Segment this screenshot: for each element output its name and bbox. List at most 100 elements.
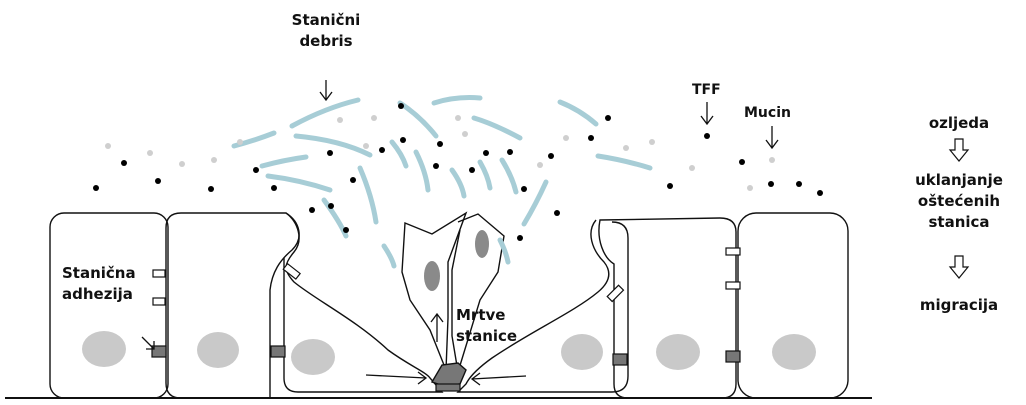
mucin-dots [105, 115, 775, 191]
label-cell-adhesion-line1: Stanična [62, 263, 136, 284]
left-cells [50, 213, 442, 398]
epithelial-cell [738, 213, 848, 398]
mucin-dot [211, 157, 217, 163]
arrow-right-contraction [366, 372, 426, 384]
arrow-left-contraction [472, 373, 526, 385]
mucin-dot [363, 143, 369, 149]
mucin-dot [237, 139, 243, 145]
mucin-dot [105, 143, 111, 149]
debris-strand [384, 246, 394, 266]
tff-dot [517, 235, 523, 241]
arrow-adhesion [142, 337, 154, 349]
process-step-migration: migracija [904, 295, 1014, 316]
debris-strand [474, 118, 520, 138]
label-cell-debris-line1: Stanični [283, 10, 369, 31]
label-cell-adhesion-line2: adhezija [62, 284, 136, 305]
debris-strand [434, 98, 480, 103]
tight-junction [726, 282, 740, 289]
mucin-dot [455, 115, 461, 121]
mucin-dot [537, 162, 543, 168]
label-dead-cells-line1: Mrtve [456, 305, 517, 326]
tff-dot [309, 207, 315, 213]
tff-dot [93, 185, 99, 191]
mucin-dot [462, 131, 468, 137]
nucleus [291, 339, 335, 375]
hollow-arrow-down-icon [950, 139, 968, 161]
tff-dot [398, 103, 404, 109]
tff-dot [588, 135, 594, 141]
debris-strand [268, 176, 330, 190]
tight-junction [607, 285, 623, 301]
mucin-dot [769, 157, 775, 163]
mucin-dot [563, 135, 569, 141]
debris-strand [392, 142, 406, 166]
cell-debris [234, 98, 650, 266]
debris-strand [324, 200, 346, 236]
tff-dot [521, 186, 527, 192]
nuclei-right [561, 334, 816, 370]
extrusion-ring [432, 363, 466, 391]
debris-strand [296, 136, 370, 155]
debris-strand [480, 162, 490, 188]
tff-dot [817, 190, 823, 196]
arrow-down-debris [320, 80, 332, 100]
nucleus [772, 334, 816, 370]
label-cell-debris: Stanični debris [283, 10, 369, 52]
debris-strand [524, 182, 546, 224]
debris-strand [560, 102, 596, 124]
tff-dot [437, 141, 443, 147]
tff-dot [271, 185, 277, 191]
label-dead-cells: Mrtve stanice [456, 305, 517, 347]
debris-strand [416, 152, 428, 190]
debris-strand [400, 103, 436, 136]
process-step-removal-line1: uklanjanje [899, 170, 1019, 191]
dead-nucleus [475, 230, 489, 258]
debris-strand [360, 168, 376, 222]
tff-dot [253, 167, 259, 173]
epithelial-cell [166, 213, 299, 398]
epithelial-cell [50, 213, 168, 398]
tff-dot [433, 163, 439, 169]
dead-cell-stalk [452, 230, 460, 372]
label-cell-adhesion: Stanična adhezija [62, 263, 136, 305]
nucleus [82, 331, 126, 367]
debris-strand [292, 100, 358, 126]
junction-base [436, 384, 460, 391]
tff-dot [548, 153, 554, 159]
nucleus [656, 334, 700, 370]
nuclei-left [82, 331, 335, 375]
debris-strand [452, 170, 464, 196]
process-step-injury: ozljeda [909, 113, 1009, 134]
adhesion-junction [726, 351, 740, 362]
arrow-down-tff [701, 102, 713, 124]
tight-junction [153, 298, 165, 305]
process-step-removal-line2: oštećenih [899, 191, 1019, 212]
tff-dots [93, 103, 823, 241]
label-dead-cells-line2: stanice [456, 326, 517, 347]
mucin-dot [747, 185, 753, 191]
tff-dot [343, 227, 349, 233]
mucin-dot [147, 150, 153, 156]
tff-dot [328, 203, 334, 209]
mucin-dot [337, 117, 343, 123]
adhesion-junction [271, 346, 285, 357]
mucin-dot [179, 161, 185, 167]
tff-dot [379, 147, 385, 153]
process-step-removal: uklanjanje oštećenih stanica [899, 170, 1019, 233]
tight-junction [726, 248, 740, 255]
mucin-dot [623, 145, 629, 151]
label-mucin: Mucin [744, 103, 791, 124]
tff-dot [704, 133, 710, 139]
process-step-removal-line3: stanica [899, 212, 1019, 233]
adhesion-junction [613, 354, 627, 365]
tff-dot [605, 115, 611, 121]
tff-dot [327, 150, 333, 156]
tff-dot [796, 181, 802, 187]
tff-dot [469, 167, 475, 173]
hollow-arrow-down-icon [950, 256, 968, 278]
tff-dot [739, 159, 745, 165]
tight-junction [153, 270, 165, 277]
tff-dot [155, 178, 161, 184]
label-tff: TFF [692, 80, 721, 101]
tight-junction [283, 264, 300, 279]
